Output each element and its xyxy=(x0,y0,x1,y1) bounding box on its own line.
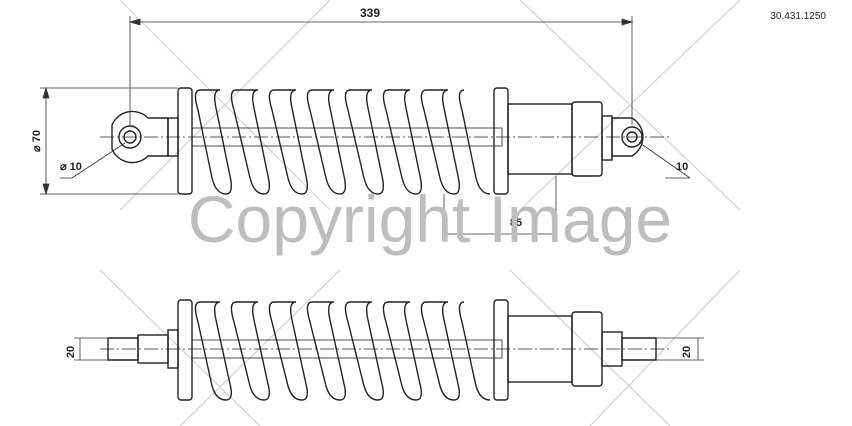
top-view xyxy=(100,87,670,195)
right-eye-width-label: 20 xyxy=(681,346,693,358)
overall-length-label: 339 xyxy=(360,6,380,20)
stroke-label: 85 xyxy=(510,217,522,229)
top-dimensions xyxy=(40,16,691,240)
outer-diameter-label: ⌀ 70 xyxy=(31,130,43,152)
part-number: 30.431.1250 xyxy=(770,11,826,22)
left-eye-width-label: 20 xyxy=(65,346,77,358)
top-spring-coils xyxy=(194,89,491,195)
bottom-spring-coils xyxy=(194,301,491,401)
right-eye-bore-label: 10 xyxy=(676,161,688,173)
bottom-view xyxy=(100,299,670,401)
watermark-text: Copyright Image xyxy=(188,182,672,256)
bottom-dimensions xyxy=(74,337,704,361)
left-eye-bore-label: ⌀ 10 xyxy=(60,161,82,173)
